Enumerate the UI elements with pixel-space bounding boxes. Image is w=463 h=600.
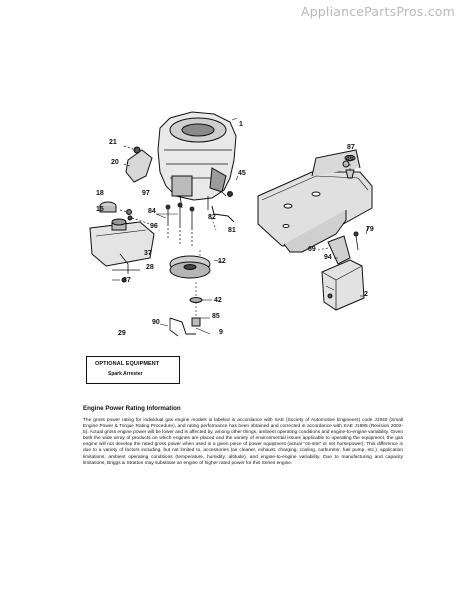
callout-94: 94 xyxy=(324,254,332,261)
callout-87: 87 xyxy=(347,144,355,151)
engine-pulley-part[interactable] xyxy=(169,250,211,279)
callout-84: 84 xyxy=(148,208,156,215)
callout-20: 20 xyxy=(111,159,119,166)
callout-15: 15 xyxy=(96,206,104,213)
engine-power-rating-body: The gross power rating for individual ga… xyxy=(83,418,403,466)
callout-79: 79 xyxy=(366,226,374,233)
tank-mounting-part[interactable] xyxy=(112,253,140,283)
engine-bolts-part[interactable] xyxy=(155,202,195,246)
optional-equipment-title: OPTIONAL EQUIPMENT xyxy=(95,361,160,367)
callout-9: 9 xyxy=(219,329,223,336)
callout-18: 18 xyxy=(96,190,104,197)
muffler-guard-part[interactable] xyxy=(169,317,196,337)
muffler-bracket-part[interactable] xyxy=(317,231,359,265)
callout-37-top: 37 xyxy=(144,250,152,257)
pulley-hardware-part[interactable] xyxy=(189,282,203,327)
callout-12: 12 xyxy=(218,258,226,265)
callout-28: 28 xyxy=(146,264,154,271)
callout-1: 1 xyxy=(239,121,243,128)
callout-42: 42 xyxy=(214,297,222,304)
spark-arrester-label: Spark Arrester xyxy=(108,371,143,377)
site-watermark: AppliancePartsPros.com xyxy=(300,4,455,19)
engine-power-rating-heading: Engine Power Rating Information xyxy=(83,405,181,412)
dipstick-tube-part[interactable] xyxy=(209,191,235,231)
callout-69: 69 xyxy=(308,246,316,253)
fuel-tank-part[interactable] xyxy=(89,201,155,267)
fuel-line-part[interactable] xyxy=(119,209,151,225)
engine-part[interactable] xyxy=(157,111,237,210)
callout-96: 96 xyxy=(150,223,158,230)
callout-85: 85 xyxy=(212,313,220,320)
throttle-bracket-part[interactable] xyxy=(123,145,153,183)
callout-86: 86 xyxy=(346,155,354,162)
frame-washer-part[interactable] xyxy=(344,155,356,179)
callout-37-bottom: 37 xyxy=(123,277,131,284)
callout-29: 29 xyxy=(118,330,126,337)
callout-21: 21 xyxy=(109,139,117,146)
callout-90: 90 xyxy=(152,319,160,326)
callout-82: 82 xyxy=(208,214,216,221)
optional-equipment-box: OPTIONAL EQUIPMENT Spark Arrester xyxy=(86,356,180,384)
leader-lines xyxy=(159,117,369,335)
callout-2: 2 xyxy=(364,291,368,298)
callout-97: 97 xyxy=(142,190,150,197)
callout-45: 45 xyxy=(238,170,246,177)
muffler-part[interactable] xyxy=(321,259,365,311)
engine-power-rating-section: Engine Power Rating Information The gros… xyxy=(83,405,403,467)
chassis-frame-part[interactable] xyxy=(257,149,373,253)
callout-81: 81 xyxy=(228,227,236,234)
